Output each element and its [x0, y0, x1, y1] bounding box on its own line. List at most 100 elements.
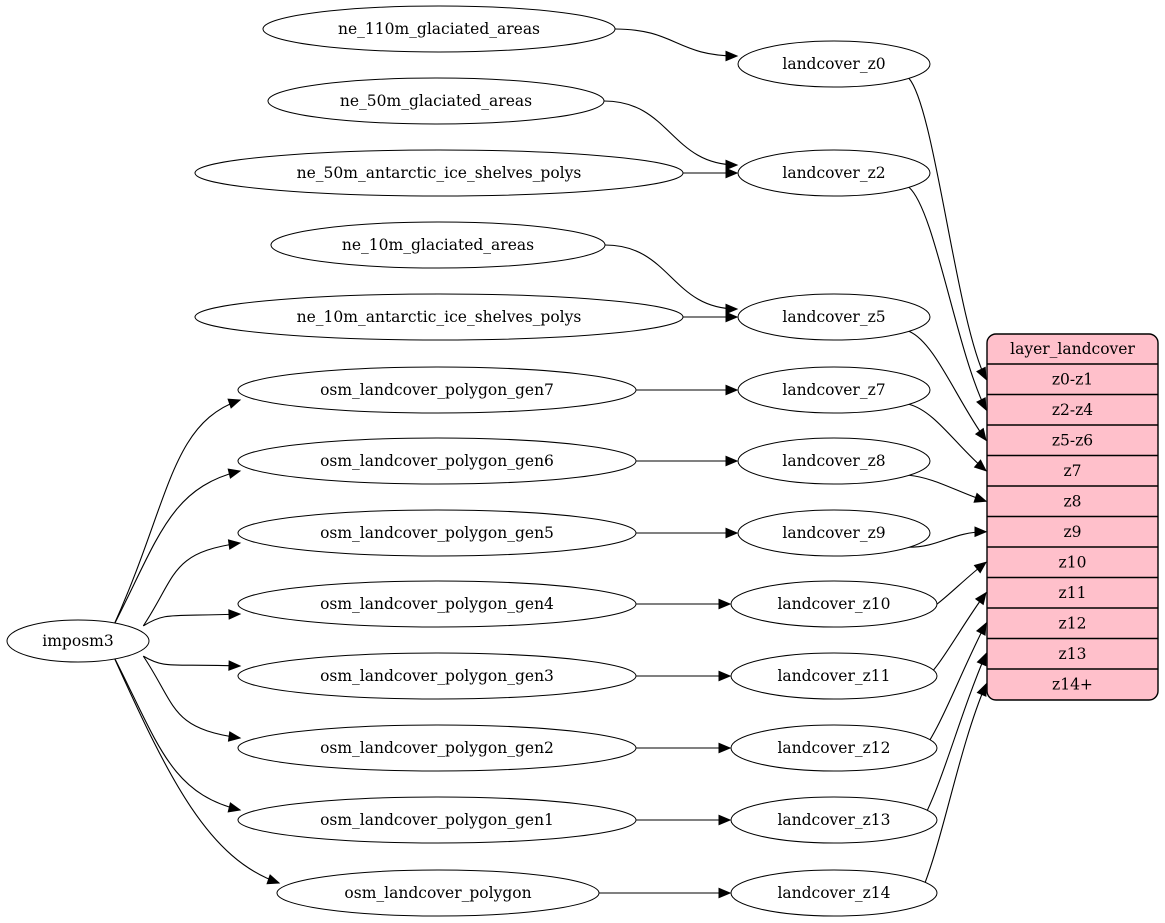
node-label-ne_50m_antarctic_ice_shelves_polys: ne_50m_antarctic_ice_shelves_polys [297, 164, 582, 182]
node-ne_10m_antarctic_ice_shelves_polys[interactable]: ne_10m_antarctic_ice_shelves_polys [194, 293, 684, 341]
table-header-label: layer_landcover [1010, 340, 1135, 358]
arrow-head-icon [718, 742, 732, 754]
node-landcover_z0[interactable]: landcover_z0 [737, 40, 931, 88]
edge-osm_landcover_polygon_gen5-to-landcover_z9 [636, 527, 739, 539]
node-landcover_z7[interactable]: landcover_z7 [737, 366, 931, 414]
node-osm_landcover_polygon_gen7[interactable]: osm_landcover_polygon_gen7 [237, 366, 637, 414]
node-label-landcover_z7: landcover_z7 [782, 381, 885, 399]
node-label-imposm3: imposm3 [42, 632, 113, 650]
arrow-head-icon [725, 384, 739, 396]
table-row-label-z2-z4: z2-z4 [1052, 401, 1093, 419]
arrow-head-icon [227, 398, 242, 409]
edge-ne_50m_glaciated_areas-to-landcover_z2 [603, 100, 739, 171]
edge-imposm3-to-osm_landcover_polygon_gen1 [113, 655, 242, 813]
node-landcover_z11[interactable]: landcover_z11 [730, 652, 938, 700]
edge-landcover_z14-to-layer_landcover-z14+ [913, 683, 987, 908]
node-ellipse-osm_landcover_polygon_gen4 [237, 580, 637, 628]
table-row-z10[interactable] [987, 547, 1158, 578]
layer-landcover-table[interactable]: layer_landcoverz0-z1z2-z4z5-z6z7z8z9z10z… [986, 333, 1159, 701]
node-landcover_z9[interactable]: landcover_z9 [737, 509, 931, 557]
node-ellipse-landcover_z11 [730, 652, 938, 700]
node-osm_landcover_polygon_gen1[interactable]: osm_landcover_polygon_gen1 [237, 796, 637, 844]
table-row-z2-z4[interactable] [987, 394, 1158, 426]
arrow-head-icon [973, 492, 988, 503]
table-row-label-z10: z10 [1059, 553, 1087, 571]
node-osm_landcover_polygon_gen6[interactable]: osm_landcover_polygon_gen6 [237, 437, 637, 485]
edge-ne_110m_glaciated_areas-to-landcover_z0 [614, 28, 739, 62]
node-landcover_z12[interactable]: landcover_z12 [730, 724, 938, 772]
edge-path [143, 655, 241, 667]
edge-osm_landcover_polygon-to-landcover_z14 [598, 887, 732, 899]
node-label-osm_landcover_polygon: osm_landcover_polygon [344, 884, 531, 902]
node-ellipse-ne_110m_glaciated_areas [262, 5, 616, 53]
edge-path [908, 474, 987, 502]
node-osm_landcover_polygon_gen5[interactable]: osm_landcover_polygon_gen5 [237, 509, 637, 557]
edge-landcover_z7-to-layer_landcover-z7 [908, 403, 987, 472]
table-row-z13[interactable] [987, 638, 1158, 670]
edge-imposm3-to-osm_landcover_polygon_gen7 [112, 398, 242, 627]
node-imposm3[interactable]: imposm3 [6, 619, 150, 663]
node-ne_10m_glaciated_areas[interactable]: ne_10m_glaciated_areas [270, 221, 606, 269]
node-label-osm_landcover_polygon_gen6: osm_landcover_polygon_gen6 [320, 452, 554, 470]
arrow-head-icon [976, 683, 987, 697]
node-landcover_z10[interactable]: landcover_z10 [730, 580, 938, 628]
node-label-ne_10m_antarctic_ice_shelves_polys: ne_10m_antarctic_ice_shelves_polys [297, 308, 582, 326]
node-ne_110m_glaciated_areas[interactable]: ne_110m_glaciated_areas [262, 5, 616, 53]
edge-path [142, 542, 241, 627]
node-landcover_z2[interactable]: landcover_z2 [737, 149, 931, 197]
table-row-z5-z6[interactable] [987, 425, 1158, 456]
node-ne_50m_antarctic_ice_shelves_polys[interactable]: ne_50m_antarctic_ice_shelves_polys [194, 149, 684, 197]
arrow-head-icon [976, 652, 987, 667]
table-row-z14+[interactable] [987, 669, 1158, 700]
table-row-z8[interactable] [987, 486, 1158, 517]
node-ellipse-osm_landcover_polygon_gen7 [237, 366, 637, 414]
arrow-head-icon [973, 459, 987, 472]
node-osm_landcover_polygon[interactable]: osm_landcover_polygon [276, 869, 600, 917]
node-ne_50m_glaciated_areas[interactable]: ne_50m_glaciated_areas [267, 77, 605, 125]
arrow-head-icon [725, 311, 739, 323]
node-landcover_z13[interactable]: landcover_z13 [730, 796, 938, 844]
edge-imposm3-to-osm_landcover_polygon_gen3 [143, 655, 242, 671]
edge-landcover_z0-to-layer_landcover-z0-z1 [908, 77, 987, 381]
table-row-z7[interactable] [987, 455, 1158, 487]
node-label-ne_110m_glaciated_areas: ne_110m_glaciated_areas [338, 20, 540, 38]
node-ellipse-osm_landcover_polygon_gen5 [237, 509, 637, 557]
node-ellipse-ne_50m_glaciated_areas [267, 77, 605, 125]
node-osm_landcover_polygon_gen4[interactable]: osm_landcover_polygon_gen4 [237, 580, 637, 628]
node-ellipse-landcover_z13 [730, 796, 938, 844]
edge-osm_landcover_polygon_gen3-to-landcover_z11 [635, 670, 732, 682]
node-ellipse-ne_50m_antarctic_ice_shelves_polys [194, 149, 684, 197]
node-osm_landcover_polygon_gen2[interactable]: osm_landcover_polygon_gen2 [237, 724, 637, 772]
node-label-landcover_z11: landcover_z11 [777, 667, 890, 685]
node-ellipse-landcover_z8 [737, 437, 931, 485]
node-ellipse-landcover_z9 [737, 509, 931, 557]
table-row-label-z8: z8 [1063, 492, 1081, 510]
node-label-ne_50m_glaciated_areas: ne_50m_glaciated_areas [340, 92, 532, 110]
arrow-head-icon [227, 802, 242, 813]
table-row-z9[interactable] [987, 516, 1158, 548]
node-ellipse-landcover_z10 [730, 580, 938, 628]
arrow-head-icon [718, 598, 732, 610]
node-landcover_z8[interactable]: landcover_z8 [737, 437, 931, 485]
edge-path [908, 77, 987, 380]
node-ellipse-landcover_z12 [730, 724, 938, 772]
table-row-label-z9: z9 [1063, 523, 1081, 541]
table-row-z0-z1[interactable] [987, 364, 1158, 395]
arrow-head-icon [718, 814, 732, 826]
node-label-osm_landcover_polygon_gen7: osm_landcover_polygon_gen7 [320, 381, 554, 399]
arrow-head-icon [974, 526, 988, 538]
edge-path [614, 28, 738, 57]
edge-ne_10m_antarctic_ice_shelves_polys-to-landcover_z5 [683, 311, 739, 323]
node-landcover_z14[interactable]: landcover_z14 [730, 869, 938, 917]
node-osm_landcover_polygon_gen3[interactable]: osm_landcover_polygon_gen3 [237, 652, 637, 700]
arrow-head-icon [266, 874, 281, 885]
table-row-z12[interactable] [987, 608, 1158, 639]
table-row-label-z14+: z14+ [1052, 675, 1093, 693]
edge-ne_10m_glaciated_areas-to-landcover_z5 [604, 244, 739, 315]
table-row-z11[interactable] [987, 577, 1158, 609]
node-label-ne_10m_glaciated_areas: ne_10m_glaciated_areas [342, 236, 534, 254]
arrow-head-icon [975, 622, 987, 636]
edge-path [112, 399, 241, 627]
node-landcover_z5[interactable]: landcover_z5 [737, 293, 931, 341]
